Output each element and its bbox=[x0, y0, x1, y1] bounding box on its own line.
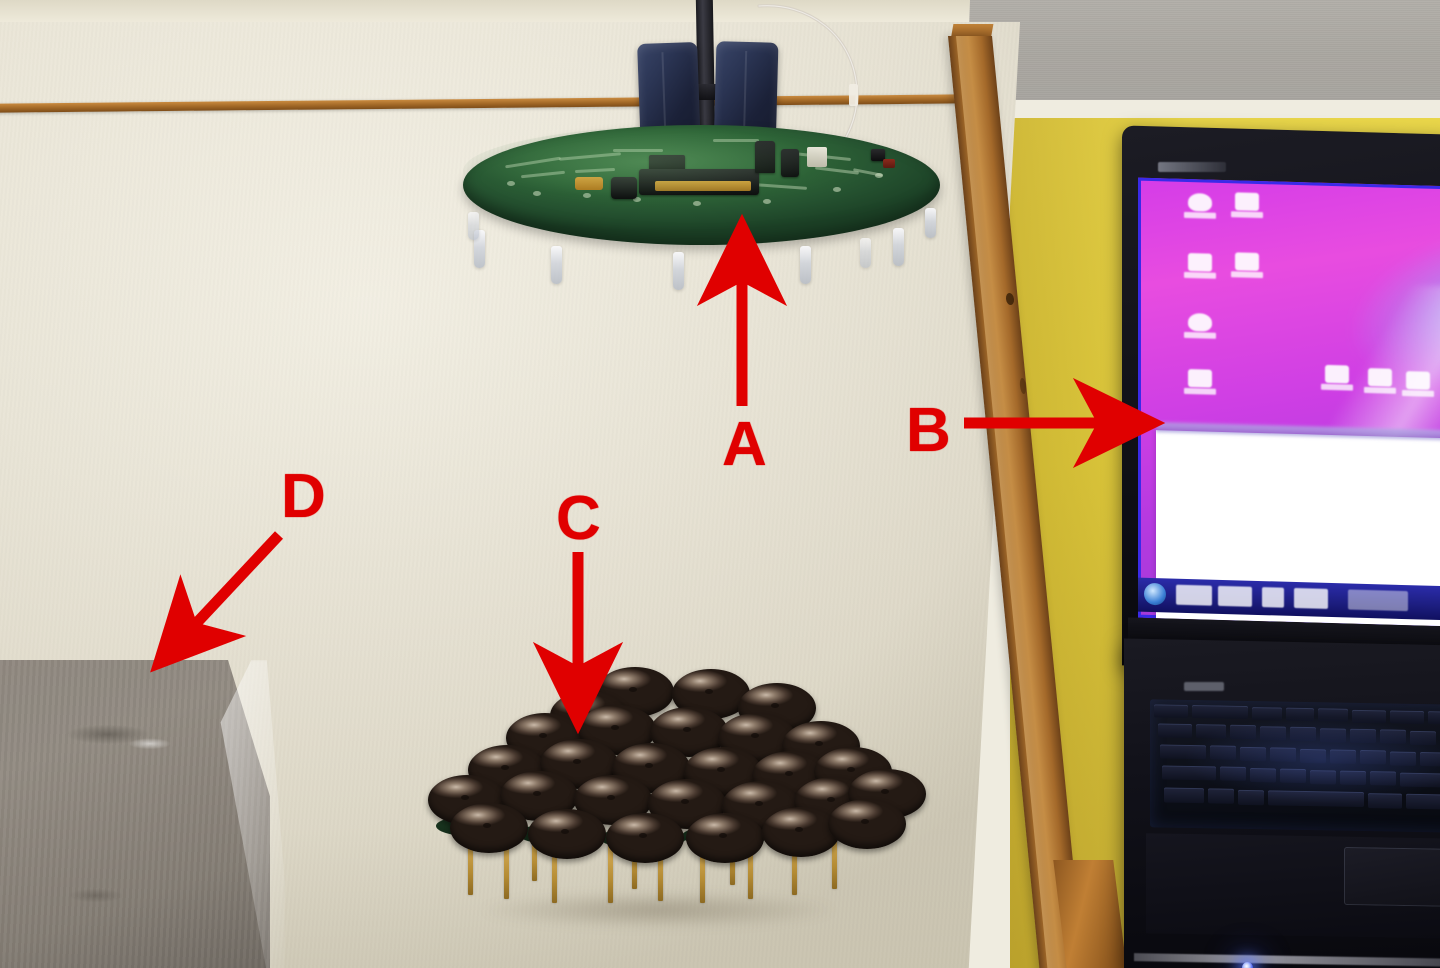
desktop-icon[interactable] bbox=[1184, 313, 1216, 340]
pcb-transistor-1 bbox=[755, 141, 775, 173]
desktop-icon[interactable] bbox=[1364, 368, 1396, 395]
gray-plate-texture bbox=[0, 660, 270, 968]
laptop-brand-logo bbox=[1158, 162, 1226, 172]
taskbar-item[interactable] bbox=[1176, 584, 1212, 606]
pcb-hanging-element bbox=[925, 208, 936, 238]
pcb-hanging-element bbox=[673, 252, 684, 290]
transducer bbox=[528, 809, 606, 859]
taskbar-item[interactable] bbox=[1218, 585, 1252, 607]
transducer bbox=[762, 807, 840, 857]
taskbar-item[interactable] bbox=[1294, 587, 1328, 609]
annotation-label-d: D bbox=[281, 462, 326, 531]
pcb-ic-3 bbox=[611, 177, 637, 199]
pcb-hanging-element bbox=[474, 230, 485, 268]
power-led-indicator bbox=[1242, 962, 1253, 968]
pcb-hanging-element bbox=[800, 246, 811, 284]
laptop-brand-text bbox=[1184, 682, 1224, 691]
laptop[interactable] bbox=[1122, 125, 1440, 968]
pcb-hanging-element bbox=[860, 238, 871, 268]
keyboard-backlight-glow bbox=[1150, 699, 1440, 833]
desktop-icon[interactable] bbox=[1321, 364, 1353, 392]
transducer-array bbox=[400, 665, 926, 935]
desktop-icon[interactable] bbox=[1184, 369, 1216, 396]
annotation-label-b: B bbox=[906, 396, 951, 465]
pcb-resistor bbox=[883, 159, 895, 168]
transducer bbox=[686, 813, 764, 863]
annotation-label-a: A bbox=[722, 410, 767, 479]
start-button-icon[interactable] bbox=[1144, 582, 1166, 606]
laptop-trackpad[interactable] bbox=[1344, 846, 1440, 908]
taskbar-item[interactable] bbox=[1262, 587, 1284, 608]
pcb-transistor-2 bbox=[781, 149, 799, 177]
desktop-icon[interactable] bbox=[1184, 253, 1216, 280]
transducer bbox=[828, 799, 906, 849]
desktop-icon[interactable] bbox=[1184, 193, 1216, 220]
desktop-icon[interactable] bbox=[1231, 192, 1263, 219]
pcb-chip-small bbox=[871, 149, 885, 161]
laptop-screen[interactable] bbox=[1138, 177, 1440, 627]
pcb-capacitor bbox=[575, 177, 603, 190]
pcb-hanging-element bbox=[468, 212, 479, 240]
transducer bbox=[450, 803, 528, 853]
circular-green-pcb-highlight bbox=[463, 125, 940, 217]
pcb-connector-white bbox=[807, 147, 827, 167]
desktop-icon[interactable] bbox=[1402, 371, 1434, 398]
desktop-icon[interactable] bbox=[1231, 252, 1263, 279]
annotation-label-c: C bbox=[556, 484, 601, 553]
transducer bbox=[606, 813, 684, 863]
pcb-hanging-element bbox=[893, 228, 904, 266]
taskbar-item[interactable] bbox=[1348, 589, 1408, 612]
pcb-hanging-element bbox=[551, 246, 562, 284]
pcb-connector-gold bbox=[655, 181, 751, 191]
